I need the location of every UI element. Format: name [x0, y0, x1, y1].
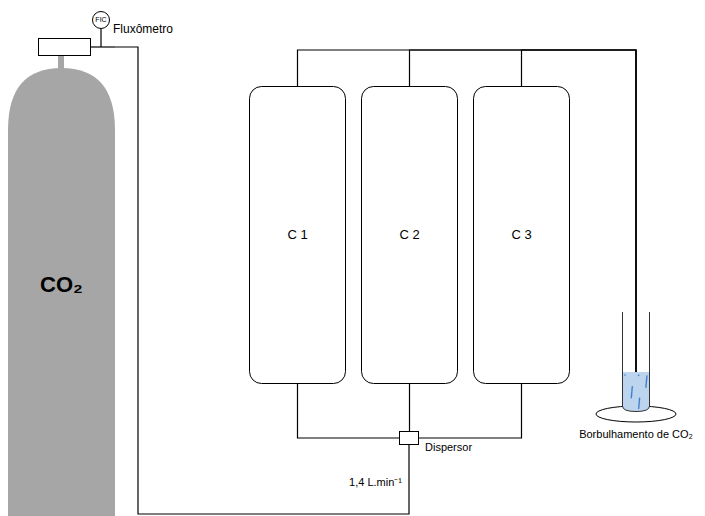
pipe-connector [298, 384, 400, 438]
column-label: C 1 [287, 227, 307, 243]
bubble-dot [624, 374, 626, 376]
column-outline [474, 87, 570, 384]
column-vessel: C 2 [361, 86, 458, 384]
gauge-name: Fluxômetro [113, 22, 173, 36]
test-tube: Borbulhamento de CO₂ [622, 312, 650, 412]
outlet-pipe [91, 46, 116, 47]
bubble-dot [638, 408, 640, 410]
pipe-connector [409, 384, 410, 431]
disperser-label: Dispersor [424, 441, 473, 454]
cylinder-neck [58, 56, 64, 69]
gauge-code: FIC [92, 11, 110, 29]
disperser-box: Dispersor [399, 431, 419, 445]
pipe-connector [298, 50, 637, 398]
disperser-outline [400, 432, 419, 445]
column-vessel: C 1 [249, 86, 346, 384]
column-outline [362, 87, 458, 384]
pressure-regulator [39, 39, 91, 56]
flow-rate-label: 1,4 L.min⁻¹ [348, 476, 403, 489]
test-tube-shape [622, 312, 650, 412]
column-outline [250, 87, 346, 384]
column-vessel: C 3 [473, 86, 570, 384]
tube-outline [623, 312, 650, 412]
tube-caption: Borbulhamento de CO₂ [579, 428, 693, 441]
gauge-stem [100, 29, 101, 47]
bubble-dot [645, 386, 647, 388]
tube-liquid [623, 372, 650, 412]
flow-gauge: FICFluxômetro [92, 11, 110, 29]
disperser-box-shape [399, 431, 419, 445]
bubble-dot [638, 375, 640, 377]
cylinder-body [8, 68, 115, 516]
pipe-connector [419, 384, 522, 438]
column-label: C 2 [399, 227, 419, 243]
column-label: C 3 [511, 227, 531, 243]
gas-cylinder: CO₂ [8, 38, 115, 516]
bubble-dot [631, 397, 633, 399]
gauge-dial [93, 12, 110, 29]
gas-formula: CO₂ [8, 272, 115, 298]
